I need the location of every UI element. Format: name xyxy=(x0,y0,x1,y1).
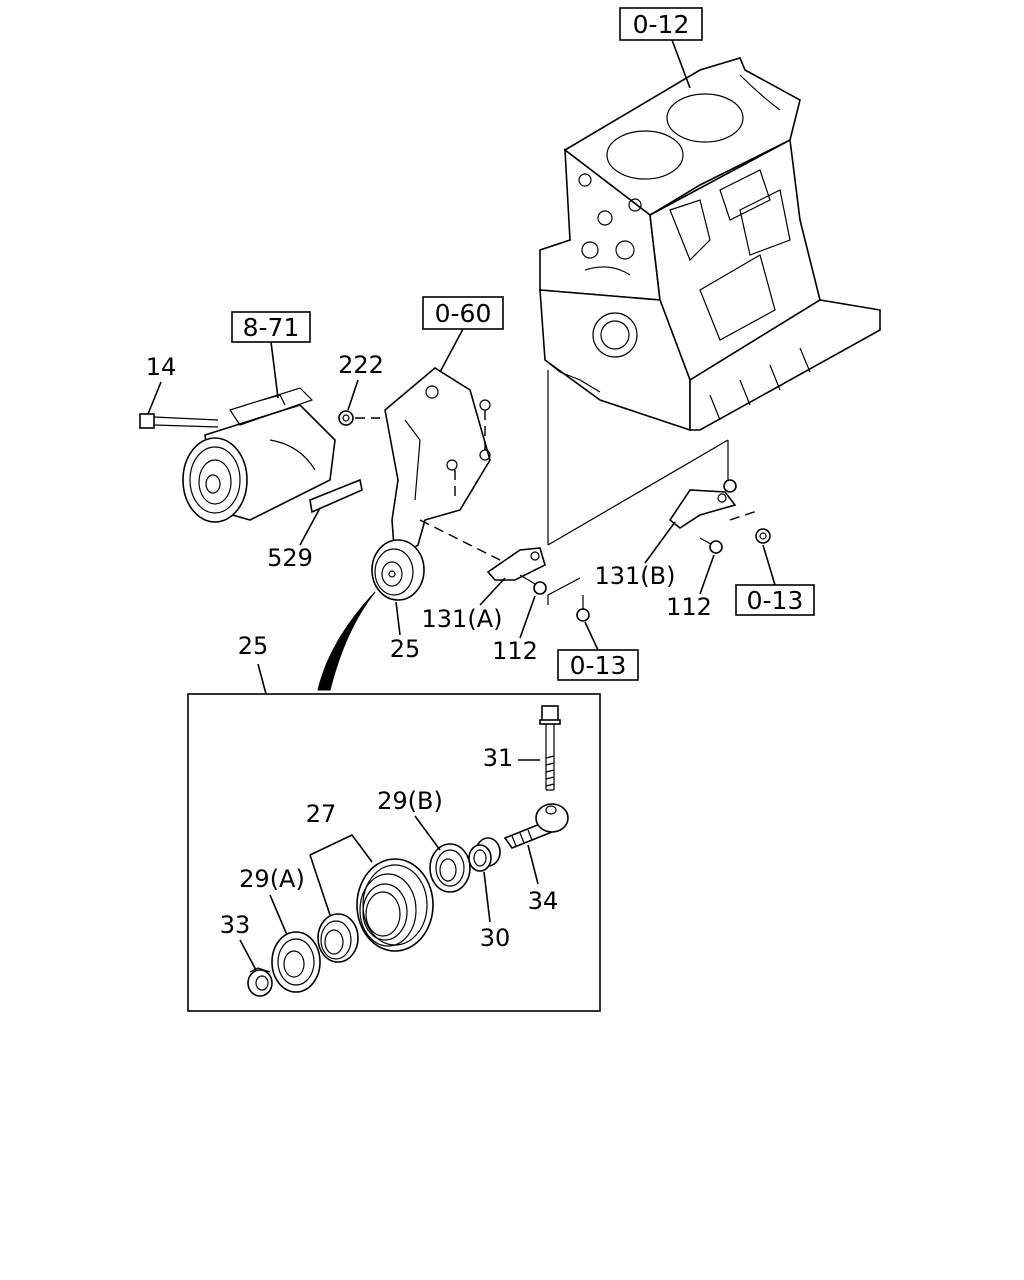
leader-131a xyxy=(479,577,506,606)
detail-box xyxy=(187,693,601,1012)
bearing-29b xyxy=(429,843,471,893)
leader-bracket xyxy=(439,328,464,373)
label-25-detail: 25 xyxy=(238,632,269,660)
bracket-131a xyxy=(486,547,547,595)
leader-29b xyxy=(414,815,441,851)
plate-529 xyxy=(309,478,363,514)
ref-block-text: 0-12 xyxy=(633,10,690,39)
ref-compressor-text: 8-71 xyxy=(243,313,300,342)
ref-mount-b-text: 0-13 xyxy=(747,586,804,615)
spacer-30 xyxy=(468,837,501,872)
nut-33 xyxy=(247,967,273,997)
leader-34 xyxy=(527,844,539,885)
compressor xyxy=(182,387,336,523)
label-222: 222 xyxy=(338,351,384,379)
pulley-27 xyxy=(356,858,434,952)
ref-box-block[interactable]: 0-12 xyxy=(619,7,703,41)
leader-33 xyxy=(239,939,257,971)
detail-callout-arrow xyxy=(317,591,376,691)
leader-29a xyxy=(269,894,288,936)
label-112-a: 112 xyxy=(492,637,538,665)
leader-25-main xyxy=(395,601,401,636)
bearing-29a xyxy=(271,931,321,993)
label-34: 34 xyxy=(528,887,559,915)
label-29b: 29(B) xyxy=(377,787,443,815)
label-112-b: 112 xyxy=(666,593,712,621)
bolt-31 xyxy=(539,705,561,791)
leader-mount-a xyxy=(584,621,599,651)
bolt-14 xyxy=(139,413,219,429)
label-27: 27 xyxy=(306,800,337,828)
engine-block xyxy=(539,57,881,432)
leader-131b xyxy=(644,521,676,564)
leader-compressor xyxy=(270,341,279,399)
bearing-27 xyxy=(317,913,359,963)
leader-30 xyxy=(483,871,491,923)
ref-mount-a-text: 0-13 xyxy=(570,651,627,680)
ref-box-compressor[interactable]: 8-71 xyxy=(231,311,311,343)
ref-box-bracket[interactable]: 0-60 xyxy=(422,296,504,330)
label-33: 33 xyxy=(220,911,251,939)
leader-222 xyxy=(347,379,359,411)
label-31: 31 xyxy=(483,744,514,772)
label-30: 30 xyxy=(480,924,511,952)
mount-line-diagonal xyxy=(547,439,729,546)
leader-14 xyxy=(147,381,162,415)
bolt-112-b xyxy=(699,537,723,554)
shaft-34 xyxy=(503,803,569,849)
washer-222 xyxy=(338,410,354,426)
bracket-131b xyxy=(668,479,737,529)
mount-a-bracket-line xyxy=(547,577,581,605)
ref-box-mount-a[interactable]: 0-13 xyxy=(557,649,639,681)
leader-25-detail xyxy=(257,663,267,695)
label-25-main: 25 xyxy=(390,635,421,663)
bracket-assembly xyxy=(355,367,501,601)
label-14: 14 xyxy=(146,353,177,381)
leader-112-a xyxy=(519,595,536,639)
leader-mount-b xyxy=(762,544,776,586)
ref-box-mount-b[interactable]: 0-13 xyxy=(735,584,815,616)
label-131a: 131(A) xyxy=(422,605,503,633)
label-131b: 131(B) xyxy=(595,562,676,590)
leader-529 xyxy=(299,507,321,546)
leader-112-b xyxy=(699,554,715,595)
nut-mount-b xyxy=(729,509,771,544)
leader-27 xyxy=(309,833,373,916)
bolt-112-a xyxy=(576,595,590,622)
label-29a: 29(A) xyxy=(239,865,305,893)
ref-bracket-text: 0-60 xyxy=(435,299,492,328)
label-529: 529 xyxy=(267,544,313,572)
leader-block xyxy=(671,39,691,89)
